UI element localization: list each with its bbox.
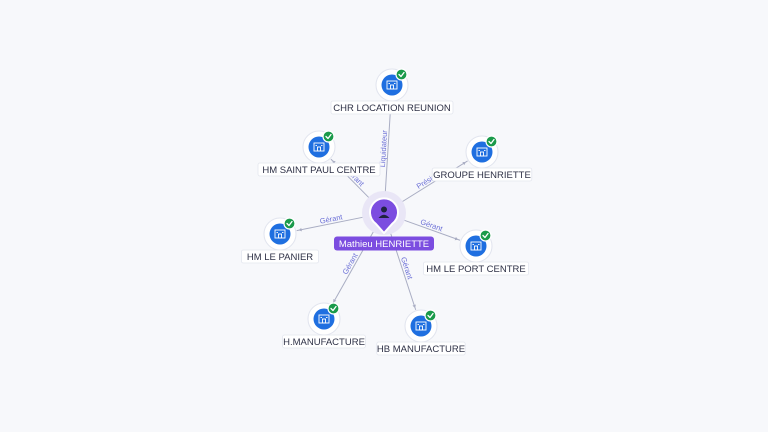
node-label-bg <box>257 162 381 177</box>
edge-relation-label: Gérant <box>419 217 444 234</box>
arrow-icon <box>412 304 416 308</box>
building-icon <box>476 147 488 157</box>
edge-line <box>384 101 392 196</box>
arrow-icon <box>298 227 302 232</box>
node-label-bg <box>240 249 319 264</box>
edge-relation-label: Gérant <box>399 256 415 281</box>
edge-chr-location-reunion: Liquidateur <box>378 101 393 196</box>
verified-check-icon <box>395 68 408 81</box>
building-icon <box>274 229 286 239</box>
node-label[interactable]: HM LE PORT CENTRE <box>426 264 525 275</box>
node-label-bg <box>422 261 529 276</box>
edge-line <box>296 216 367 232</box>
arrow-icon <box>333 298 337 303</box>
building-icon <box>470 241 482 251</box>
arrow-icon <box>454 236 459 241</box>
edge-groupe-henriette: Président <box>399 160 468 204</box>
building-icon <box>318 314 330 324</box>
node-label[interactable]: CHR LOCATION REUNION <box>333 103 451 114</box>
center-node[interactable]: Mathieu HENRIETTE <box>334 191 434 251</box>
center-label-bg <box>334 236 434 251</box>
node-label-bg <box>431 167 533 182</box>
company-node-groupe-henriette[interactable]: GROUPE HENRIETTE <box>431 135 533 182</box>
node-label-bg <box>282 334 366 349</box>
person-icon <box>378 206 390 218</box>
company-node-hb-manufacture[interactable]: HB MANUFACTURE <box>376 309 466 356</box>
node-label-bg <box>330 100 454 115</box>
center-label[interactable]: Mathieu HENRIETTE <box>339 239 429 250</box>
node-label[interactable]: HM SAINT PAUL CENTRE <box>262 165 375 176</box>
building-icon <box>313 142 325 152</box>
edge-relation-label: Gérant <box>341 251 361 276</box>
company-node-h-manufacture[interactable]: H.MANUFACTURE <box>282 302 366 349</box>
verified-check-icon <box>327 302 340 315</box>
company-node-hm-le-panier[interactable]: HM LE PANIER <box>240 217 319 264</box>
verified-check-icon <box>424 309 437 322</box>
node-label[interactable]: GROUPE HENRIETTE <box>433 170 531 181</box>
verified-check-icon <box>283 217 296 230</box>
verified-check-icon <box>485 135 498 148</box>
edge-line <box>400 218 461 241</box>
company-node-chr-location-reunion[interactable]: CHR LOCATION REUNION <box>330 68 454 115</box>
arrow-icon <box>462 162 466 166</box>
building-icon <box>415 321 427 331</box>
verified-check-icon <box>479 229 492 242</box>
node-label[interactable]: HM LE PANIER <box>247 252 313 263</box>
nodes-layer: CHR LOCATION REUNION GROUPE HENRIETTE HM L… <box>240 68 533 356</box>
verified-check-icon <box>322 130 335 143</box>
company-node-hm-le-port-centre[interactable]: HM LE PORT CENTRE <box>422 229 529 276</box>
company-node-hm-saint-paul-centre[interactable]: HM SAINT PAUL CENTRE <box>257 130 381 177</box>
edge-hm-le-panier: Gérant <box>296 212 367 232</box>
edge-relation-label: Liquidateur <box>378 129 389 167</box>
node-label[interactable]: HB MANUFACTURE <box>377 344 465 355</box>
edge-line <box>399 160 468 204</box>
building-icon <box>386 80 398 90</box>
node-label[interactable]: H.MANUFACTURE <box>283 337 365 348</box>
node-label-bg <box>376 341 466 356</box>
